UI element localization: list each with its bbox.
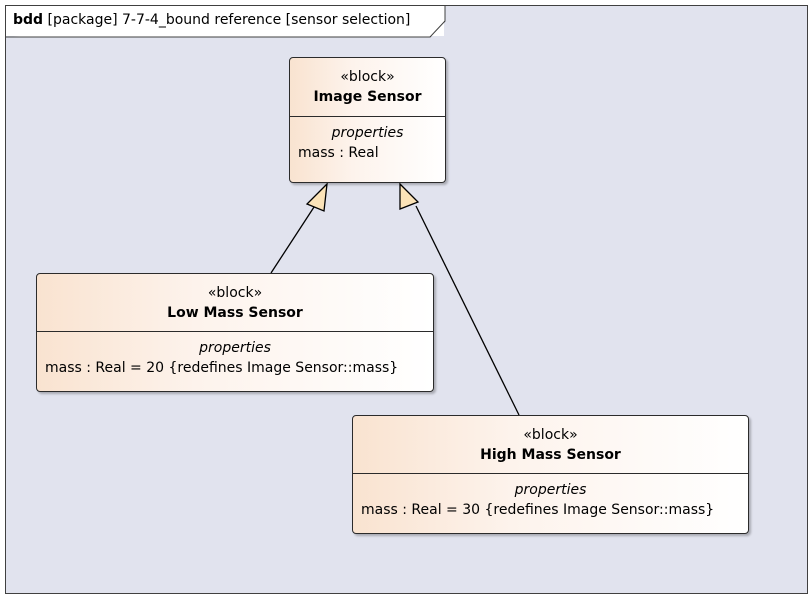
generalization-line-high-mass xyxy=(415,205,520,416)
block-name: Low Mass Sensor xyxy=(167,305,303,321)
block-image-sensor[interactable]: «block» Image Sensor properties mass : R… xyxy=(289,57,446,183)
compartment-title: properties xyxy=(331,125,404,141)
frame-name-tab xyxy=(6,6,446,38)
block-stereotype: «block» xyxy=(207,285,263,301)
generalization-line-low-mass xyxy=(270,203,317,274)
compartment-title: properties xyxy=(514,482,587,498)
block-header: «block» High Mass Sensor xyxy=(353,416,748,474)
compartment-title: properties xyxy=(199,340,271,356)
block-stereotype: «block» xyxy=(523,427,578,443)
frame-keyword: bdd xyxy=(13,12,44,28)
frame-title-text: [package] 7-7-4_bound reference [sensor … xyxy=(47,12,411,28)
property-row: mass : Real xyxy=(298,145,379,161)
block-high-mass-sensor[interactable]: «block» High Mass Sensor properties mass… xyxy=(352,415,749,534)
block-header: «block» Image Sensor xyxy=(290,58,445,117)
block-header: «block» Low Mass Sensor xyxy=(37,274,433,332)
frame-title: bdd [package] 7-7-4_bound reference [sen… xyxy=(13,12,410,28)
property-row: mass : Real = 30 {redefines Image Sensor… xyxy=(361,502,715,518)
block-name: Image Sensor xyxy=(313,89,422,105)
block-name: High Mass Sensor xyxy=(480,447,621,463)
generalization-arrowhead-high-mass xyxy=(399,182,420,210)
block-stereotype: «block» xyxy=(340,69,395,85)
generalization-arrowhead-low-mass xyxy=(305,182,328,212)
property-row: mass : Real = 20 {redefines Image Sensor… xyxy=(45,360,399,376)
block-low-mass-sensor[interactable]: «block» Low Mass Sensor properties mass … xyxy=(36,273,434,392)
